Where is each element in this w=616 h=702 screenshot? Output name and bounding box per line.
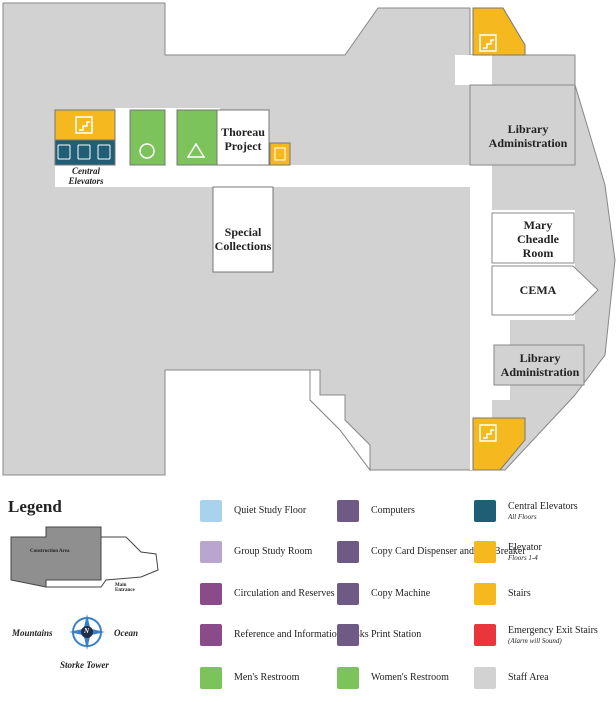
room-label-cema: CEMA: [519, 283, 557, 297]
legend-item: Men's Restroom: [200, 667, 299, 689]
room-label-special-collections: Special Collections: [214, 225, 272, 253]
copy-card-icon: [337, 541, 359, 563]
legend-item-label: Print Station: [371, 629, 422, 640]
mens-restroom-icon: [200, 667, 222, 689]
room-special-collections: [212, 186, 274, 273]
computers-icon: [337, 500, 359, 522]
legend-item-label: Stairs: [508, 588, 531, 599]
legend-item: Quiet Study Floor: [200, 500, 306, 522]
staff-area-icon: [474, 667, 496, 689]
compass-needle-label: N: [84, 627, 90, 635]
legend-item-sublabel: Floors 1-4: [508, 553, 538, 562]
legend-item-label: Staff Area: [508, 672, 549, 683]
compass-south-label: Storke Tower: [60, 660, 109, 670]
mini-map-entrance-label: Main Entrance: [115, 583, 135, 593]
legend-item-label: Quiet Study Floor: [234, 505, 307, 516]
room-library-admin-bottom: [493, 344, 585, 386]
womens-restroom-icon: [337, 667, 359, 689]
legend-item: Group Study Room: [200, 541, 312, 563]
legend-item-label: Elevator: [508, 541, 542, 553]
legend-item-label: Reference and Information Desks: [234, 629, 369, 640]
elevator-icon: [274, 147, 286, 161]
legend-item: Reference and Information Desks: [200, 624, 369, 646]
legend-item: Copy Card Dispenser and Bill Breaker: [337, 541, 526, 563]
notch-left-top: [309, 369, 371, 472]
compass-east-label: Ocean: [114, 628, 138, 638]
stairs-top-left: [54, 109, 116, 141]
womens-restroom-icon: [139, 143, 155, 159]
central-elevators-label: Central Elevators: [68, 166, 104, 186]
central-elevators-icon: [474, 500, 496, 522]
legend-item: Copy Machine: [337, 583, 430, 605]
room-cema: [491, 265, 599, 316]
floor-plan-map: [2, 2, 616, 476]
legend-item-sublabel: (Alarm will Sound): [508, 636, 562, 645]
legend-item-sublabel: All Floors: [508, 512, 537, 521]
circulation-icon: [200, 583, 222, 605]
quiet-study-icon: [200, 500, 222, 522]
legend-item: Circulation and Reserves: [200, 583, 335, 605]
legend-item-label: Emergency Exit Stairs: [508, 624, 598, 636]
legend-item: Staff Area: [474, 667, 549, 689]
mens-restroom-room: [176, 109, 218, 166]
legend-item: Emergency Exit Stairs(Alarm will Sound): [474, 624, 598, 646]
mens-restroom-icon: [186, 142, 206, 158]
room-label-library-admin-top: Library Administration: [488, 122, 568, 150]
legend-item-label: Copy Machine: [371, 588, 431, 599]
legend-item-label: Central Elevators: [508, 500, 578, 512]
central-elevator-icons: [57, 144, 111, 160]
group-study-icon: [200, 541, 222, 563]
corridor-main: [55, 165, 490, 187]
compass-west-label: Mountains: [12, 628, 53, 638]
mini-map-construction: [10, 526, 102, 588]
room-label-library-admin-bottom: Library Administration: [500, 351, 580, 379]
legend-item-label: Women's Restroom: [371, 672, 449, 683]
room-mary-cheadle: [491, 212, 575, 264]
legend-item-label: Group Study Room: [234, 546, 313, 557]
legend-item: Women's Restroom: [337, 667, 449, 689]
legend-item: Stairs: [474, 583, 531, 605]
legend-item-label: Men's Restroom: [234, 672, 300, 683]
mini-map-construction-label: Construction Area: [30, 549, 70, 554]
legend-item: Computers: [337, 500, 415, 522]
compass-icon: [69, 614, 105, 650]
room-label-mary-cheadle: Mary Cheadle Room: [517, 218, 559, 260]
legend-title: Legend: [8, 497, 62, 516]
stairs-bottom-right: [472, 417, 526, 471]
copy-machine-icon: [337, 583, 359, 605]
reference-icon: [200, 624, 222, 646]
room-library-admin-top: [469, 84, 576, 166]
stairs-icon: [75, 34, 497, 442]
elevator-small: [269, 142, 291, 166]
stairs-top-right: [472, 7, 526, 56]
room-label-thoreau: Thoreau Project: [221, 125, 265, 153]
stairs-icon: [474, 583, 496, 605]
central-elevators-block: [54, 139, 116, 166]
legend-item-label: Copy Card Dispenser and Bill Breaker: [371, 546, 526, 557]
corridor-east-top: [455, 55, 490, 85]
emergency-stairs-icon: [474, 624, 496, 646]
legend-item-label: Circulation and Reserves: [234, 588, 335, 599]
elevator-icon: [474, 541, 496, 563]
legend-item: Print Station: [337, 624, 421, 646]
print-station-icon: [337, 624, 359, 646]
legend-item-label: Computers: [371, 505, 415, 516]
mini-map: [10, 526, 159, 588]
womens-restroom-room: [129, 109, 166, 166]
